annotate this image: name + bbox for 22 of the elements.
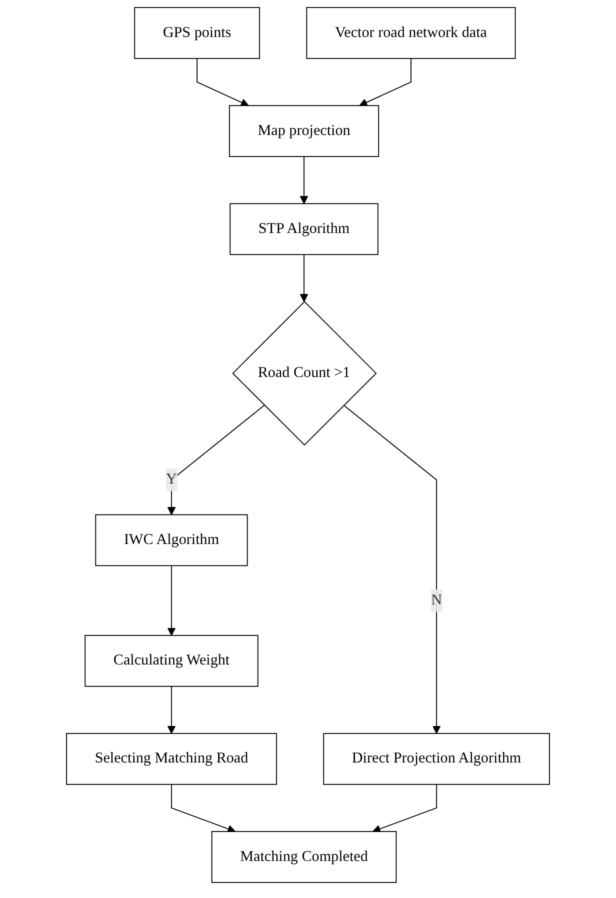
arrow xyxy=(359,58,412,106)
arrow xyxy=(300,254,308,302)
arrow xyxy=(300,156,308,204)
node-box: IWC Algorithm xyxy=(95,514,248,566)
arrow xyxy=(167,686,176,734)
arrow xyxy=(196,58,249,106)
arrow xyxy=(167,565,176,636)
node-box: Direct Projection Algorithm xyxy=(323,733,550,785)
node-box: Calculating Weight xyxy=(84,634,258,687)
node-box: GPS points xyxy=(134,7,260,59)
node-diamond: Road Count >1 xyxy=(232,301,377,446)
node-box: Selecting Matching Road xyxy=(66,733,277,785)
node-box: STP Algorithm xyxy=(230,203,378,256)
arrow xyxy=(167,404,265,516)
arrow xyxy=(372,784,437,833)
arrow xyxy=(171,784,236,833)
node-box: Matching Completed xyxy=(211,831,397,883)
node-box: Vector road network data xyxy=(306,7,516,59)
arrow xyxy=(343,404,441,734)
edge-label: Y xyxy=(166,471,177,488)
node-box: Map projection xyxy=(228,105,380,157)
edge-label: N xyxy=(431,592,442,608)
